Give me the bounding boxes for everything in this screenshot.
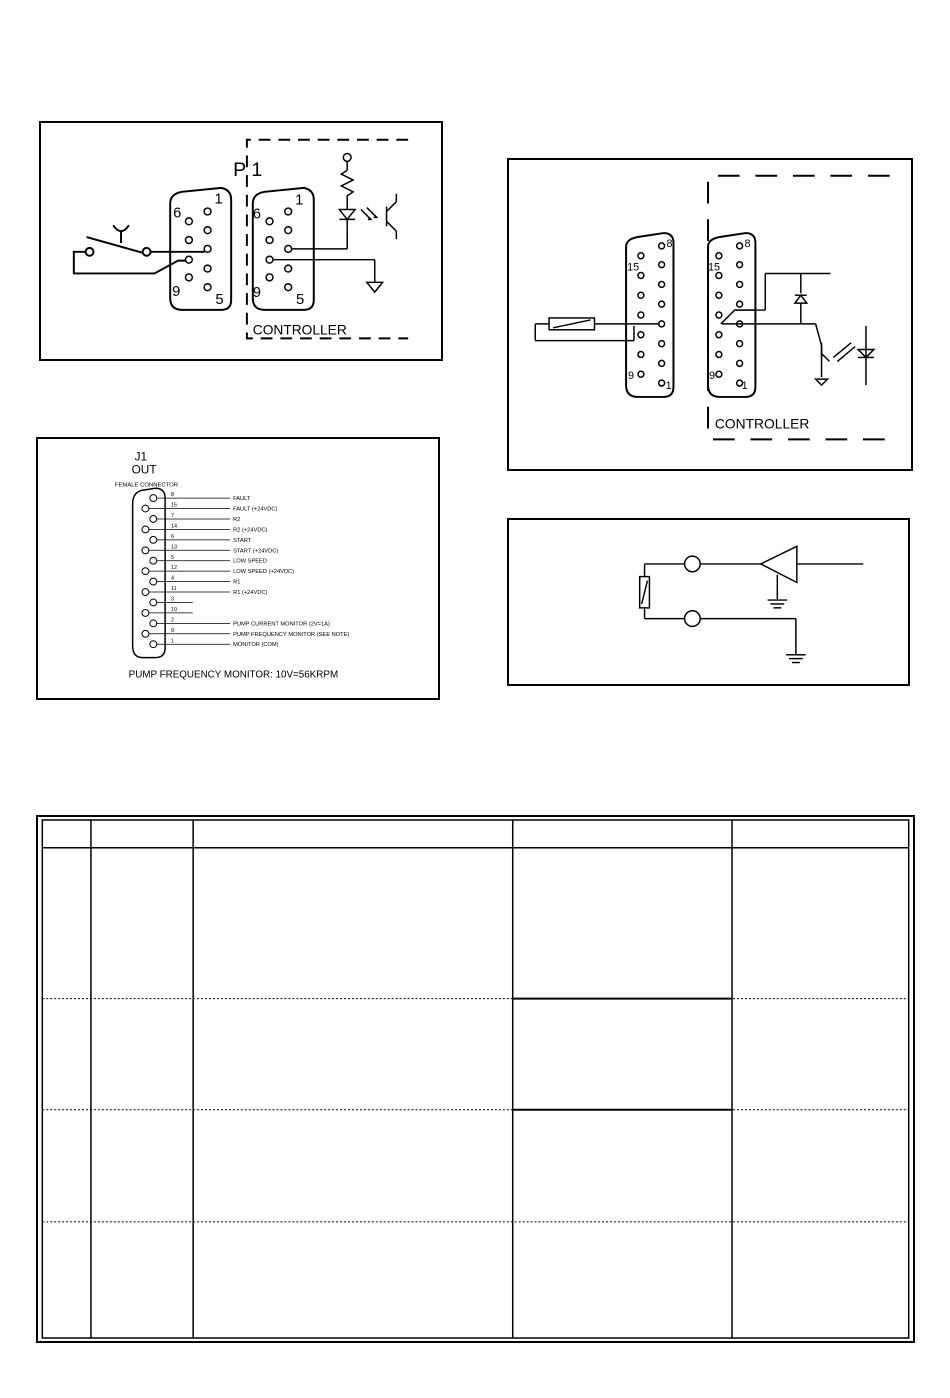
j1-pin-label: R1: [233, 580, 240, 586]
j1-pin-number: 10: [171, 607, 177, 613]
j1-pin-number: 13: [171, 544, 177, 550]
j1-pin-hole: [149, 556, 158, 565]
j1-pin-number: 6: [171, 534, 174, 540]
j1-pin-label: PUMP FREQUENCY MONITOR (SEE NOTE): [233, 632, 349, 638]
j1-pin-number: 4: [171, 576, 174, 582]
switch-symbol: [72, 224, 205, 275]
left-pin15: 15: [627, 262, 639, 274]
j1-pin-hole: [149, 494, 158, 503]
right-pin1: 1: [295, 193, 303, 209]
right-pin5: 5: [296, 292, 304, 308]
j1-pin-hole: [149, 577, 158, 586]
j1-pin-hole: [149, 640, 158, 649]
j1-pin-label: START: [233, 538, 252, 544]
j1-pin-hole: [149, 598, 158, 607]
left-pin9: 9: [628, 370, 634, 382]
left-db15-shell: [625, 232, 675, 398]
connector-type: FEMALE CONNECTOR: [115, 482, 178, 488]
right-pin15: 15: [708, 262, 720, 274]
j1-pin-hole: [141, 546, 150, 555]
amplifier-svg: [638, 545, 864, 664]
right-pin6: 6: [253, 206, 261, 222]
db15-resistor-svg: CONTROLLER 8 15 9 1 8 15 9 1: [534, 174, 890, 441]
amplifier-triangle: [759, 545, 798, 584]
diode-photo-circuit: [720, 272, 876, 387]
j1-pin-label: FAULT: [233, 496, 251, 502]
right-pin9: 9: [709, 370, 715, 382]
j1-pin-number: 11: [171, 586, 177, 592]
right-pin8: 8: [745, 238, 751, 250]
controller-label: CONTROLLER: [253, 322, 347, 337]
j1-db15-shell: [131, 487, 166, 659]
left-pin9: 9: [172, 284, 180, 300]
j1-title: J1: [135, 450, 147, 464]
resistor-wiring: [534, 317, 660, 342]
j1-pin-number: 15: [171, 503, 177, 509]
db9-switch-diagram: P 1 CONTROLLER 6 1 9 5 6 1 9 5: [39, 121, 443, 361]
j1-pin-number: 7: [171, 513, 174, 519]
j1-pin-hole: [149, 535, 158, 544]
input-terminal-bottom: [683, 610, 701, 628]
j1-pin-label: LOW SPEED: [233, 559, 267, 565]
left-db9-shell: [169, 186, 233, 311]
right-pin9: 9: [253, 285, 261, 301]
amplifier-input-diagram: [507, 518, 910, 686]
j1-pin-number: 5: [171, 555, 174, 561]
frequency-note: PUMP FREQUENCY MONITOR: 10V=56KRPM: [129, 669, 338, 680]
j1-pin-label: FAULT (+24VDC): [233, 506, 277, 512]
left-pin8: 8: [667, 238, 673, 250]
j1-pin-hole: [141, 629, 150, 638]
db15-resistor-diagram: CONTROLLER 8 15 9 1 8 15 9 1: [507, 158, 913, 471]
j1-pin-label: MONITOR (COM): [233, 642, 279, 648]
j1-pin-hole: [141, 567, 150, 576]
j1-pin-number: 8: [171, 492, 174, 498]
j1-pin-label: PUMP CURRENT MONITOR (2V=1A): [233, 621, 330, 627]
right-pin1: 1: [742, 380, 748, 392]
left-pin6: 6: [173, 205, 181, 221]
j1-pin-hole: [141, 608, 150, 617]
empty-table-grid: [36, 815, 915, 1343]
table-grid-svg: [41, 819, 910, 1339]
j1-subtitle: OUT: [132, 462, 157, 476]
input-terminal-top: [683, 555, 701, 573]
j1-pin-label: R2 (+24VDC): [233, 527, 267, 533]
j1-pin-label: R1 (+24VDC): [233, 590, 267, 596]
j1-pin-hole: [141, 588, 150, 596]
j1-pin-label: R2: [233, 517, 240, 523]
j1-pin-hole: [149, 515, 158, 523]
j1-pin-number: 3: [171, 597, 174, 603]
right-db15-shell: [707, 232, 757, 398]
j1-pin-hole: [141, 504, 150, 513]
j1-pin-number: 12: [171, 565, 177, 571]
j1-pin-number: 1: [171, 638, 174, 644]
right-db9-shell: [251, 186, 315, 311]
left-pin5: 5: [215, 292, 223, 308]
j1-pin-hole: [149, 619, 158, 628]
db9-switch-svg: P 1 CONTROLLER 6 1 9 5 6 1 9 5: [72, 138, 409, 340]
left-pin1: 1: [666, 380, 672, 392]
j1-pin-number: 14: [171, 523, 177, 529]
j1-pin-number: 9: [171, 628, 174, 634]
j1-pin-hole: [141, 525, 150, 534]
j1-pin-label: START (+24VDC): [233, 548, 278, 554]
connector-label: P 1: [233, 159, 262, 181]
j1-pin-label: LOW SPEED (+24VDC): [233, 569, 294, 575]
controller-label: CONTROLLER: [715, 416, 809, 432]
left-pin1: 1: [214, 192, 222, 208]
j1-pin-number: 2: [171, 617, 174, 623]
